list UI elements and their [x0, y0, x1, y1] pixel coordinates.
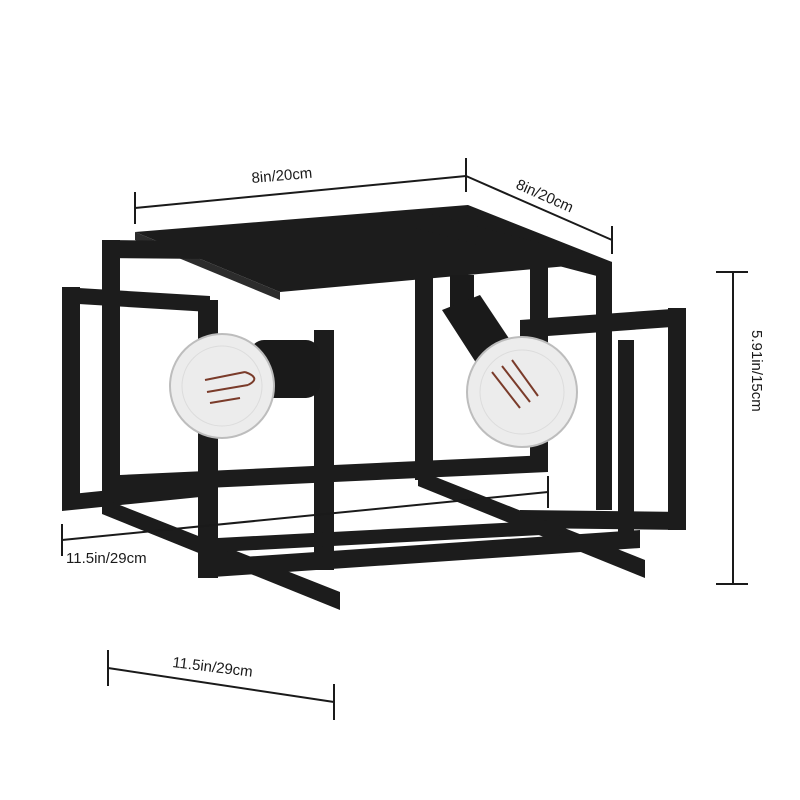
- height-label: 5.91in/15cm: [748, 330, 765, 412]
- frame-width-label: 11.5in/29cm: [66, 550, 147, 567]
- frame-depth-dimension-line: [107, 650, 335, 720]
- height-dimension-line: [716, 271, 748, 585]
- frame-depth-label: 11.5in/29cm: [172, 654, 254, 681]
- left-bulb: [169, 333, 275, 439]
- base-bars: [198, 520, 640, 578]
- top-depth-dimension-line: [465, 175, 613, 254]
- frame-width-dimension-line: [61, 476, 549, 556]
- dimension-lines: [61, 158, 748, 720]
- left-bulb-assembly: [169, 333, 320, 439]
- ceiling-fixture: [62, 205, 686, 610]
- left-filament: [204, 371, 256, 404]
- right-frame: [520, 308, 686, 540]
- right-filament: [491, 359, 539, 409]
- top-width-label: 8in/20cm: [251, 165, 313, 187]
- right-bulb-assembly: [442, 275, 578, 448]
- top-width-dimension-line: [134, 158, 467, 224]
